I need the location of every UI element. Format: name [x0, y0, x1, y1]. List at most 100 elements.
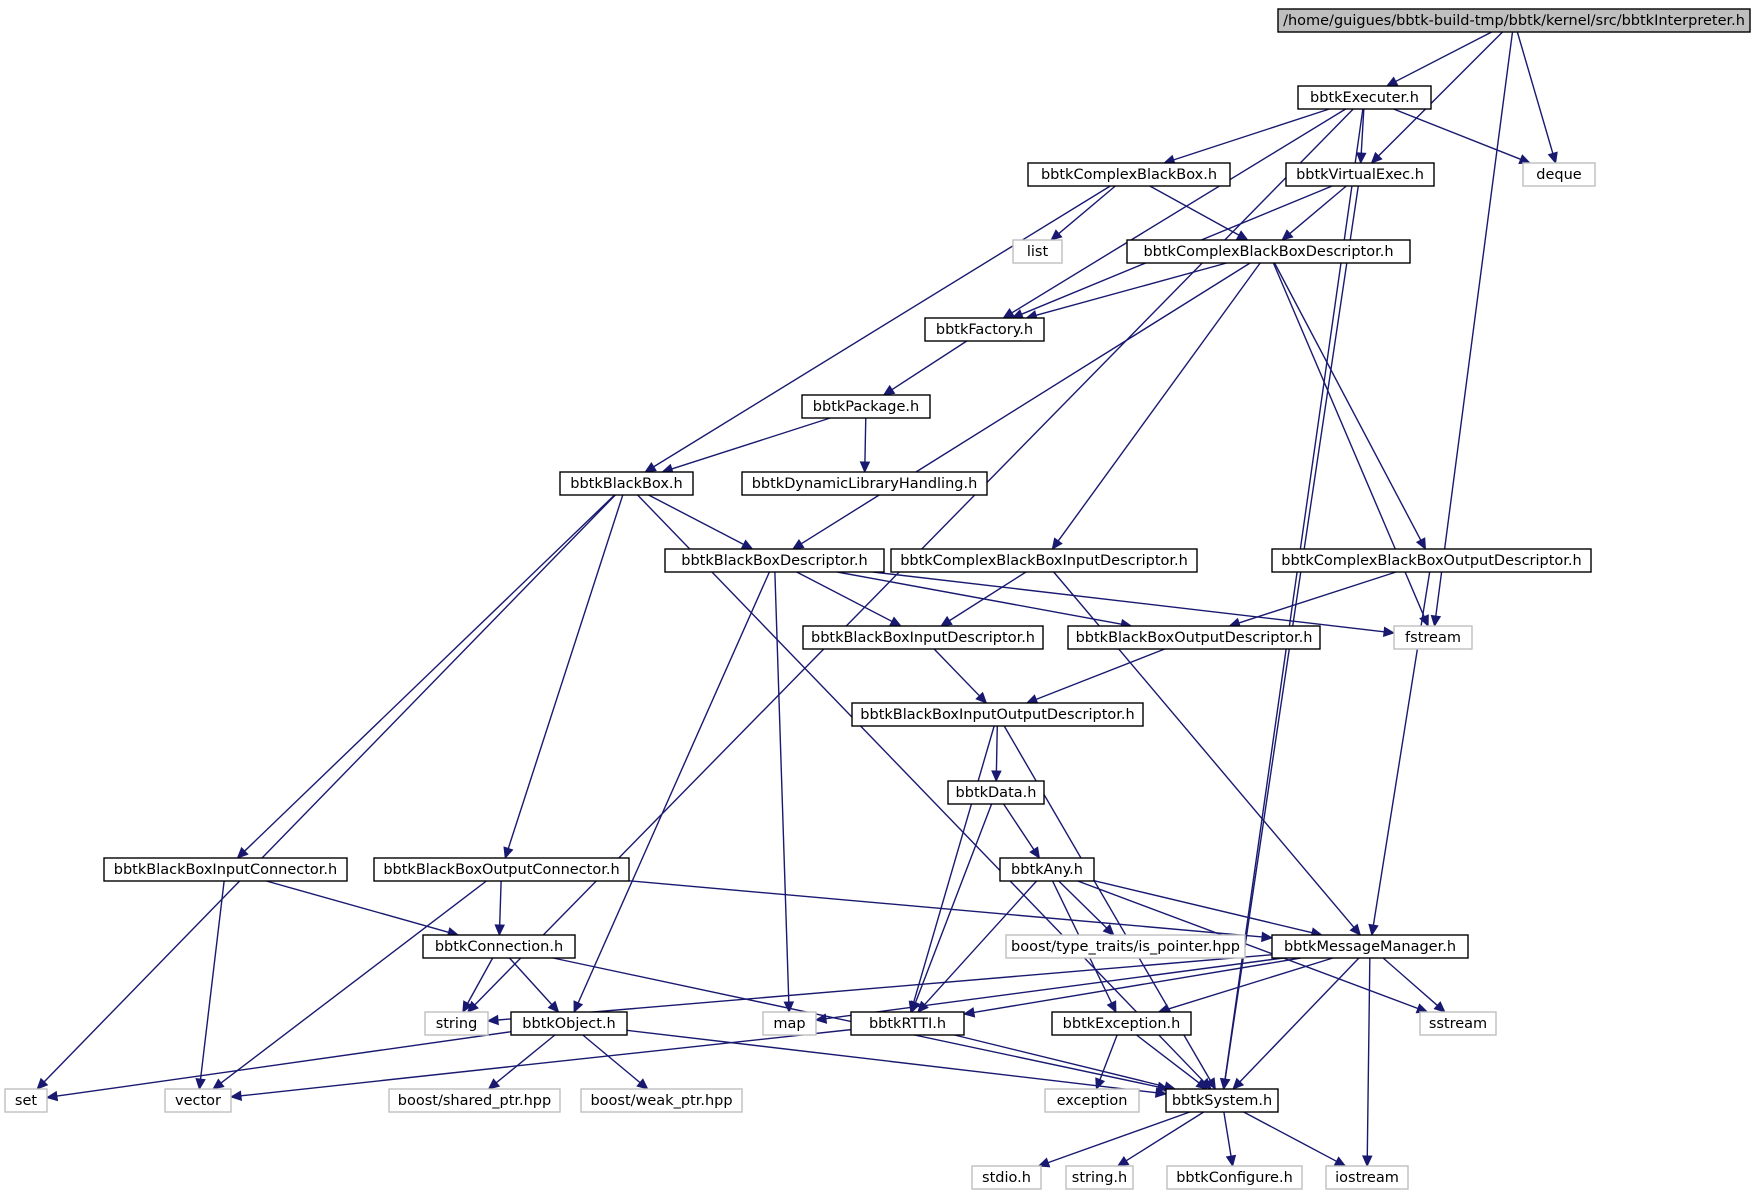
node-label: bbtkBlackBoxInputConnector.h [114, 862, 337, 878]
edge-arrowhead [1415, 537, 1427, 551]
edge-arrowhead [1362, 1155, 1373, 1168]
node-box [4, 1088, 48, 1113]
node-label: bbtkBlackBoxOutputDescriptor.h [1076, 630, 1313, 646]
node-box [1165, 1088, 1279, 1113]
edge-line [1516, 31, 1554, 154]
node-stdio: stdio.h [971, 1165, 1042, 1190]
edge-msg-to-rtti [962, 957, 1302, 1018]
node-exc[interactable]: bbtkException.h [1051, 1011, 1192, 1036]
edge-bbd-to-bbid [796, 571, 902, 627]
edge-line [1167, 957, 1334, 1010]
node-cbbod[interactable]: bbtkComplexBlackBoxOutputDescriptor.h [1271, 548, 1592, 573]
node-data[interactable]: bbtkData.h [947, 780, 1045, 805]
node-object[interactable]: bbtkObject.h [510, 1011, 628, 1036]
node-sstream: sstream [1419, 1011, 1497, 1036]
edge-bb-to-bbic [236, 494, 616, 859]
edge-msg-to-sstream [1382, 957, 1446, 1013]
edge-line [1099, 1034, 1118, 1080]
node-box [762, 1011, 817, 1036]
edge-arrowhead [1050, 229, 1063, 241]
node-dlh[interactable]: bbtkDynamicLibraryHandling.h [741, 471, 988, 496]
node-cbbd[interactable]: bbtkComplexBlackBoxDescriptor.h [1126, 239, 1411, 264]
node-box [1297, 85, 1432, 110]
node-bb[interactable]: bbtkBlackBox.h [559, 471, 694, 496]
edge-arrowhead [503, 846, 514, 860]
edge-arrowhead [882, 384, 896, 396]
edge-arrowhead [1154, 1087, 1168, 1098]
node-label: boost/type_traits/is_pointer.hpp [1011, 939, 1240, 955]
node-bbid[interactable]: bbtkBlackBoxInputDescriptor.h [802, 625, 1044, 650]
edge-line [1243, 1111, 1337, 1162]
edge-arrowhead [45, 1090, 59, 1102]
edge-line [1058, 880, 1108, 929]
edge-bbod-to-bbiod [1025, 648, 1165, 705]
node-label: sstream [1429, 1016, 1487, 1032]
edge-any-to-msg [1093, 880, 1323, 938]
edge-root-to-fstream [1430, 31, 1514, 628]
node-rtti[interactable]: bbtkRTTI.h [850, 1011, 965, 1036]
edge-msg-to-exc [1157, 957, 1334, 1014]
edge-line [933, 648, 980, 697]
node-label: bbtkException.h [1063, 1016, 1181, 1032]
edge-arrowhead [1547, 151, 1558, 165]
edge-arrowhead [573, 1000, 584, 1014]
node-any[interactable]: bbtkAny.h [999, 857, 1095, 882]
node-bbd[interactable]: bbtkBlackBoxDescriptor.h [664, 548, 885, 573]
node-vexec[interactable]: bbtkVirtualExec.h [1285, 162, 1435, 187]
edge-line [1239, 957, 1360, 1083]
edge-line [1047, 1111, 1191, 1164]
node-label: bbtkComplexBlackBox.h [1041, 167, 1217, 183]
edge-line [495, 1034, 556, 1084]
edge-conn-to-string [462, 957, 494, 1014]
edge-line [648, 494, 744, 546]
node-box [1522, 162, 1596, 187]
node-cbbid[interactable]: bbtkComplexBlackBoxInputDescriptor.h [890, 548, 1198, 573]
node-label: string [436, 1016, 478, 1032]
edge-line [1382, 957, 1438, 1006]
node-package[interactable]: bbtkPackage.h [801, 394, 931, 419]
edge-bbd-to-bbod [837, 571, 1133, 630]
edge-object-to-set [45, 1031, 512, 1102]
edge-arrowhead [1433, 1001, 1446, 1013]
node-box [1166, 1165, 1303, 1190]
node-map: map [762, 1011, 817, 1036]
edge-line [244, 494, 616, 852]
node-conn[interactable]: bbtkConnection.h [422, 934, 576, 959]
node-factory[interactable]: bbtkFactory.h [924, 317, 1045, 342]
node-box [924, 317, 1045, 342]
edge-line [825, 957, 1284, 1020]
node-cbb[interactable]: bbtkComplexBlackBox.h [1027, 162, 1231, 187]
edge-exc-to-exception [1095, 1034, 1118, 1091]
node-bbiod[interactable]: bbtkBlackBoxInputOutputDescriptor.h [851, 702, 1144, 727]
node-box [1065, 1165, 1134, 1190]
node-label: bbtkBlackBoxOutputConnector.h [383, 862, 619, 878]
edge-cbb-to-bb [644, 185, 1111, 473]
node-label: bbtkBlackBox.h [570, 476, 682, 492]
edge-line [995, 725, 998, 772]
edge-arrowhead [229, 1090, 243, 1102]
node-msg[interactable]: bbtkMessageManager.h [1271, 934, 1469, 959]
edge-rtti-to-vector [229, 1028, 852, 1102]
edge-package-to-dlh [859, 417, 871, 474]
edge-bb-to-set [36, 494, 616, 1090]
node-exception: exception [1044, 1088, 1140, 1113]
edge-arrowhead [195, 1077, 206, 1091]
node-bbic[interactable]: bbtkBlackBoxInputConnector.h [103, 857, 348, 882]
edge-any-to-isptr [1058, 880, 1115, 936]
node-system[interactable]: bbtkSystem.h [1165, 1088, 1279, 1113]
node-box [890, 548, 1198, 573]
node-exec[interactable]: bbtkExecuter.h [1297, 85, 1432, 110]
node-box [1277, 8, 1751, 33]
node-bbod[interactable]: bbtkBlackBoxOutputDescriptor.h [1067, 625, 1321, 650]
node-bboc[interactable]: bbtkBlackBoxOutputConnector.h [373, 857, 630, 882]
node-deque: deque [1522, 162, 1596, 187]
edge-arrowhead [1370, 151, 1383, 164]
node-box [580, 1088, 743, 1113]
node-label: bbtkObject.h [522, 1016, 616, 1032]
edge-cbb-to-list [1050, 185, 1116, 241]
node-label: bbtkBlackBoxInputOutputDescriptor.h [860, 707, 1134, 723]
edge-line [507, 494, 624, 849]
edge-line [1360, 108, 1365, 154]
edge-msg-to-map [814, 957, 1284, 1024]
edge-line [1366, 957, 1371, 1157]
